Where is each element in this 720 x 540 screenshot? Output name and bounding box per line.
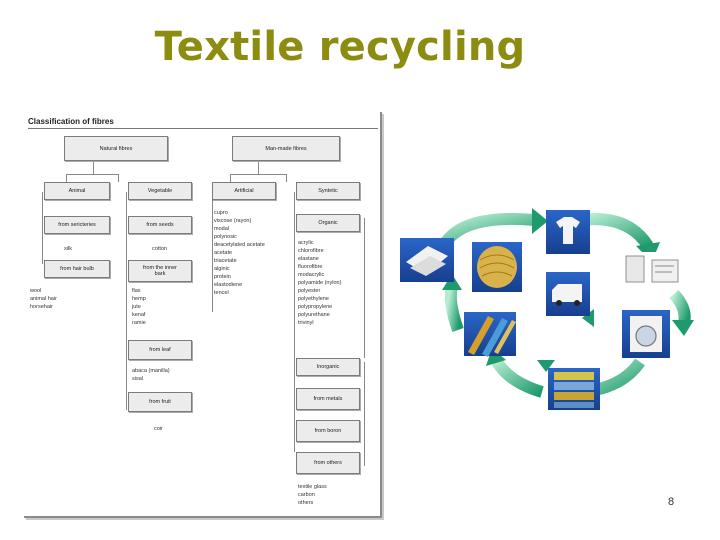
cycle-arrow	[579, 213, 654, 250]
organic-box: Organic	[296, 214, 360, 232]
fibre-item-cotton: cotton	[152, 246, 167, 252]
from-hair-bulb-box: from hair bulb	[44, 260, 110, 278]
fibre-item-coir: coir	[154, 426, 163, 432]
clothing-label-icon	[624, 252, 682, 288]
fibre-item: polyester	[298, 288, 321, 294]
fibre-item: acetate	[214, 250, 233, 256]
fibre-item: modal	[214, 226, 229, 232]
connector	[286, 174, 287, 182]
van-icon	[546, 272, 590, 316]
synthetic-trunk	[294, 192, 295, 452]
fibre-item: polyurethane	[298, 312, 330, 318]
from-sericteries-box: from sericteries	[44, 216, 110, 234]
page-number: 8	[668, 496, 675, 508]
fibre-item: elastane	[298, 256, 319, 262]
from-metals-box: from metals	[296, 388, 360, 410]
fibre-item: viscose (rayon)	[214, 218, 252, 224]
fibre-item: acrylic	[298, 240, 314, 246]
fibre-item: polynosic	[214, 234, 237, 240]
fibre-item: elastodiene	[214, 282, 243, 288]
fibre-item: hemp	[132, 296, 146, 302]
title-rule	[28, 128, 378, 129]
fibre-item: others	[298, 500, 314, 506]
connector	[66, 174, 119, 175]
cycle-arrow	[440, 212, 540, 248]
inorganic-box: Inorganic	[296, 358, 360, 376]
fibre-item: animal hair	[30, 296, 57, 302]
connector	[258, 161, 259, 174]
recycling-cycle-svg	[400, 208, 694, 410]
from-inner-bark-box: from the inner bark	[128, 260, 192, 282]
connector	[118, 174, 119, 182]
cycle-arrow	[490, 356, 544, 398]
fibre-item: triacetate	[214, 258, 237, 264]
fibre-item: protein	[214, 274, 231, 280]
fibre-item: alginic	[214, 266, 230, 272]
from-leaf-box: from leaf	[128, 340, 192, 360]
fibre-item: fluorofibre	[298, 264, 323, 270]
fibre-item: polypropylene	[298, 304, 333, 310]
fibre-item: chlorofibre	[298, 248, 324, 254]
fibre-item: cupro	[214, 210, 228, 216]
shirt-icon	[546, 210, 590, 254]
fabric-swatches-icon	[464, 312, 516, 357]
diagram-title: Classification of fibres	[28, 117, 114, 126]
from-fruit-box: from fruit	[128, 392, 192, 412]
man-made-fibres-box: Man-made fibres	[232, 136, 340, 161]
synthetic-box: Syntetic	[296, 182, 360, 200]
vegetable-trunk	[126, 192, 127, 410]
fibre-item: flax	[132, 288, 141, 294]
cycle-arrow-head	[532, 208, 548, 234]
vegetable-box: Vegetable	[128, 182, 192, 200]
fibre-item: wool	[30, 288, 42, 294]
fibre-item: abaca (manilla)	[132, 368, 170, 374]
fibre-item: polyamide (nylon)	[298, 280, 342, 286]
fibre-item: sisal	[132, 376, 144, 382]
from-others-box: from others	[296, 452, 360, 474]
cycle-arrow-head	[537, 360, 555, 372]
cycle-arrow-head	[582, 309, 594, 327]
fibre-item-silk: silk	[64, 246, 72, 252]
artificial-trunk	[212, 192, 213, 312]
yarn-spool-icon	[472, 242, 522, 292]
folded-clothes-icon	[548, 368, 600, 410]
washing-machine-icon	[622, 310, 670, 358]
inorganic-trunk	[364, 362, 365, 466]
fibre-item: polyethylene	[298, 296, 329, 302]
artificial-box: Artificial	[212, 182, 276, 200]
fibre-item: horsehair	[30, 304, 53, 310]
from-boron-box: from boron	[296, 420, 360, 442]
fibre-item: jute	[132, 304, 141, 310]
fibre-item: tencel	[214, 290, 229, 296]
fibre-item: trivinyl	[298, 320, 314, 326]
fibre-item: textile glass	[298, 484, 327, 490]
fibre-item: deacetylated acetate	[214, 242, 265, 248]
cycle-arrow-head	[672, 320, 694, 336]
recycling-cycle-illustration	[396, 202, 696, 416]
fibre-item: modacrylic	[298, 272, 325, 278]
animal-box: Animal	[44, 182, 110, 200]
fabric-icon	[400, 238, 454, 282]
fibre-item: ramie	[132, 320, 146, 326]
natural-fibres-box: Natural fibres	[64, 136, 168, 161]
connector	[230, 174, 231, 182]
fibre-item: carbon	[298, 492, 315, 498]
organic-trunk	[364, 218, 365, 358]
connector	[230, 174, 287, 175]
animal-trunk	[42, 192, 43, 264]
cycle-arrow	[444, 284, 464, 333]
fibre-item: kenaf	[132, 312, 146, 318]
connector	[66, 174, 67, 182]
slide-title: Textile recycling	[154, 24, 526, 70]
connector	[93, 161, 94, 174]
fibre-classification-diagram: Classification of fibres Natural fibres …	[24, 112, 382, 518]
from-seeds-box: from seeds	[128, 216, 192, 234]
